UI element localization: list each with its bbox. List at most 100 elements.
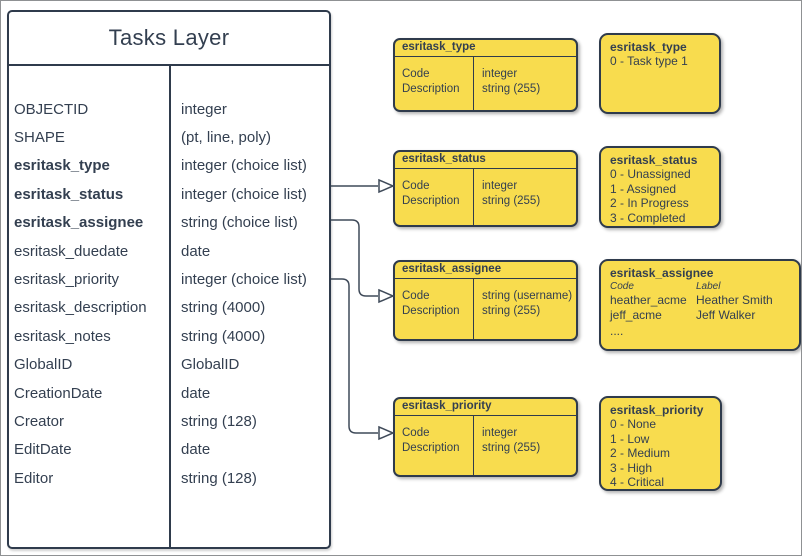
domain-field-type: string (255) xyxy=(482,442,541,454)
domain-field: Code xyxy=(402,290,430,302)
domain-field-type: string (255) xyxy=(482,195,541,207)
field-type: string (128) xyxy=(181,469,257,487)
domain-table-esritask-type: esritask_type Code Description integer s… xyxy=(393,38,578,112)
domain-table-title: esritask_type xyxy=(395,40,576,57)
field-row: esritask_type integer (choice list) xyxy=(9,152,329,180)
value-label: Jeff Walker xyxy=(696,307,756,322)
field-rows: OBJECTID integer SHAPE (pt, line, poly) es… xyxy=(9,66,329,492)
field-type: date xyxy=(181,384,211,402)
value-list-esritask-type: esritask_type 0 - Task type 1 xyxy=(599,33,721,114)
field-row: esritask_description string (4000) xyxy=(9,294,329,322)
field-row: EditDate date xyxy=(9,436,329,464)
field-type: string (4000) xyxy=(181,327,266,345)
field-type: (pt, line, poly) xyxy=(181,129,272,147)
field-name: esritask_type xyxy=(14,157,110,175)
field-row: Creator string (128) xyxy=(9,407,329,435)
field-type: string (128) xyxy=(181,412,257,430)
field-name: Editor xyxy=(14,469,54,487)
column-divider xyxy=(169,66,171,547)
tasks-layer-table: Tasks Layer OBJECTID integer SHAPE (pt, li… xyxy=(7,10,331,549)
field-type: integer xyxy=(181,100,227,118)
field-row: esritask_priority integer (choice list) xyxy=(9,265,329,293)
field-name: esritask_description xyxy=(14,299,147,317)
domain-field: Description xyxy=(402,83,460,95)
value-item: 0 - Unassigned xyxy=(610,167,691,182)
field-type: integer (choice list) xyxy=(181,185,307,203)
field-type: string (4000) xyxy=(181,299,266,317)
domain-field-type: integer xyxy=(482,427,518,439)
domain-field-type: string (username) xyxy=(482,290,573,302)
domain-table-esritask-assignee: esritask_assignee Code Description strin… xyxy=(393,260,578,341)
domain-table-title: esritask_status xyxy=(395,152,576,169)
field-type: date xyxy=(181,441,211,459)
value-code: heather_acme xyxy=(610,293,687,308)
value-list-title: esritask_status xyxy=(610,153,698,167)
value-list-title: esritask_type xyxy=(610,40,687,54)
field-name: GlobalID xyxy=(14,356,73,374)
domain-field: Description xyxy=(402,195,460,207)
field-row: OBJECTID integer xyxy=(9,95,329,123)
field-row: esritask_notes string (4000) xyxy=(9,322,329,350)
value-item: 0 - Task type 1 xyxy=(610,54,688,69)
domain-field-type: integer xyxy=(482,180,518,192)
value-list-esritask-status: esritask_status 0 - Unassigned 1 - Assig… xyxy=(599,146,721,228)
value-item: 2 - Medium xyxy=(610,446,671,461)
field-row: esritask_assignee string (choice list) xyxy=(9,209,329,237)
field-name: SHAPE xyxy=(14,129,65,147)
domain-field-type: string (255) xyxy=(482,83,541,95)
domain-table-esritask-priority: esritask_priority Code Description integ… xyxy=(393,397,578,477)
field-row: esritask_status integer (choice list) xyxy=(9,180,329,208)
domain-field: Code xyxy=(402,427,430,439)
tasks-layer-body: OBJECTID integer SHAPE (pt, line, poly) es… xyxy=(9,66,329,547)
value-item: 3 - High xyxy=(610,460,653,475)
value-ellipsis: .... xyxy=(610,324,624,339)
field-row: Editor string (128) xyxy=(9,464,329,492)
field-name: Creator xyxy=(14,412,65,430)
field-name: OBJECTID xyxy=(14,100,89,118)
connector-assignee xyxy=(331,219,378,297)
value-item: 4 - Critical xyxy=(610,475,665,490)
field-name: esritask_duedate xyxy=(14,242,129,260)
domain-field-type: string (255) xyxy=(482,305,541,317)
open-arrowhead-icon xyxy=(378,178,395,194)
field-type: date xyxy=(181,242,211,260)
domain-field: Description xyxy=(402,442,460,454)
field-type: integer (choice list) xyxy=(181,271,307,289)
domain-field: Code xyxy=(402,68,430,80)
domain-field: Code xyxy=(402,180,430,192)
field-name: esritask_status xyxy=(14,185,124,203)
domain-table-title: esritask_assignee xyxy=(395,262,576,279)
field-name: esritask_assignee xyxy=(14,214,144,232)
value-item: 1 - Assigned xyxy=(610,181,677,196)
value-label: Heather Smith xyxy=(696,293,773,308)
field-type: integer (choice list) xyxy=(181,157,307,175)
field-row: esritask_duedate date xyxy=(9,237,329,265)
field-type: string (choice list) xyxy=(181,214,298,232)
connector-priority xyxy=(331,278,378,434)
domain-field-type: integer xyxy=(482,68,518,80)
value-list-title: esritask_priority xyxy=(610,403,704,417)
domain-field: Description xyxy=(402,305,460,317)
value-item: 1 - Low xyxy=(610,431,650,446)
field-row: GlobalID GlobalID xyxy=(9,351,329,379)
value-list-esritask-priority: esritask_priority 0 - None 1 - Low 2 - M… xyxy=(599,396,722,491)
value-list-esritask-assignee: esritask_assignee Code Label heather_acm… xyxy=(599,259,801,351)
value-list-title: esritask_assignee xyxy=(610,266,714,280)
field-name: esritask_priority xyxy=(14,271,120,289)
field-row: SHAPE (pt, line, poly) xyxy=(9,123,329,151)
value-item: 2 - In Progress xyxy=(610,196,689,211)
field-name: EditDate xyxy=(14,441,72,459)
field-row: CreationDate date xyxy=(9,379,329,407)
field-name: CreationDate xyxy=(14,384,103,402)
value-item: 0 - None xyxy=(610,417,657,432)
field-name: esritask_notes xyxy=(14,327,111,345)
open-arrowhead-icon xyxy=(378,425,395,441)
value-column-header: Label xyxy=(696,281,721,293)
field-type: GlobalID xyxy=(181,356,240,374)
value-column-header: Code xyxy=(610,281,634,293)
tasks-layer-title: Tasks Layer xyxy=(9,12,329,66)
value-code: jeff_acme xyxy=(610,307,662,322)
domain-table-title: esritask_priority xyxy=(395,399,576,416)
open-arrowhead-icon xyxy=(378,288,395,304)
